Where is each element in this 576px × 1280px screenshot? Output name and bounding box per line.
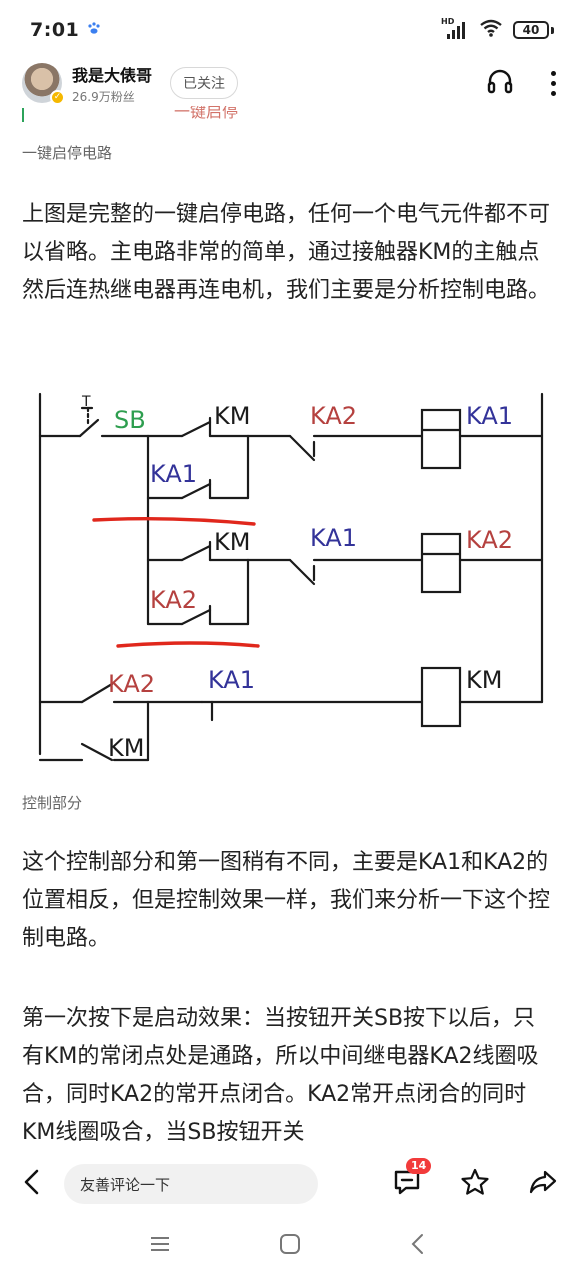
paw-icon bbox=[87, 21, 101, 39]
headphones-icon[interactable] bbox=[486, 68, 514, 98]
author-bar: ✓ 我是大俵哥 26.9万粉丝 已关注 bbox=[0, 60, 576, 106]
signal-icon: HD bbox=[441, 17, 469, 40]
verified-badge-icon: ✓ bbox=[50, 90, 65, 105]
paragraph-3: 第一次按下是启动效果：当按钮开关SB按下以后，只有KM的常闭点处是通路，所以中间… bbox=[22, 1006, 539, 1145]
article-content[interactable]: 一键启停 一键启停电路 上图是完整的一键启停电路，任何一个电气元件都不可以省略。… bbox=[0, 106, 576, 1156]
status-bar: 7:01 HD 40 bbox=[0, 0, 576, 60]
author-info[interactable]: 我是大俵哥 26.9万粉丝 bbox=[72, 62, 152, 105]
star-icon[interactable] bbox=[460, 1168, 490, 1200]
label-ka1-row3: KA1 bbox=[208, 666, 255, 694]
image-caption-1: 一键启停电路 bbox=[22, 144, 113, 162]
label-ka1-row1b: KA1 bbox=[150, 460, 197, 488]
battery-level: 40 bbox=[513, 21, 549, 39]
author-actions bbox=[486, 68, 558, 98]
comment-icon bbox=[394, 1170, 420, 1195]
battery-icon: 40 bbox=[513, 21, 554, 39]
paragraph-1: 上图是完整的一键启停电路，任何一个电气元件都不可以省略。主电路非常的简单，通过接… bbox=[22, 202, 551, 303]
label-t: T bbox=[81, 394, 91, 410]
author-fans: 26.9万粉丝 bbox=[72, 89, 135, 104]
comment-button[interactable]: 14 bbox=[392, 1158, 432, 1200]
nav-back-icon[interactable] bbox=[408, 1232, 428, 1260]
share-icon[interactable] bbox=[528, 1168, 558, 1200]
more-icon[interactable] bbox=[548, 70, 558, 96]
status-time: 7:01 bbox=[30, 19, 80, 41]
label-km-coil: KM bbox=[466, 666, 502, 694]
avatar[interactable]: ✓ bbox=[22, 63, 65, 105]
red-underline-marks bbox=[92, 516, 260, 648]
label-ka1-coil: KA1 bbox=[466, 402, 513, 430]
previous-image-text: 一键启停 bbox=[174, 106, 239, 121]
network-label: HD bbox=[441, 17, 455, 26]
label-km-row4: KM bbox=[108, 734, 144, 762]
label-ka2-row1: KA2 bbox=[310, 402, 357, 430]
back-icon[interactable] bbox=[22, 1168, 42, 1200]
label-ka2-row2b: KA2 bbox=[150, 586, 197, 614]
bottom-actions: 14 bbox=[392, 1158, 558, 1200]
home-icon[interactable] bbox=[278, 1232, 302, 1260]
menu-icon[interactable] bbox=[148, 1234, 172, 1258]
comment-count-badge: 14 bbox=[406, 1158, 432, 1174]
system-nav-bar bbox=[0, 1212, 576, 1280]
label-ka1-row2: KA1 bbox=[310, 524, 357, 552]
label-sb: SB bbox=[114, 406, 146, 434]
label-km-row1: KM bbox=[214, 402, 250, 430]
image-caption-2: 控制部分 bbox=[22, 794, 83, 812]
label-km-row2: KM bbox=[214, 528, 250, 556]
follow-button[interactable]: 已关注 bbox=[170, 67, 239, 99]
control-circuit-diagram[interactable]: T SB KM KA2 KA1 KA1 KM KA1 KA2 KA2 KA2 K… bbox=[22, 384, 554, 776]
previous-image-fragment: 一键启停 bbox=[22, 106, 552, 124]
comment-input[interactable]: 友善评论一下 bbox=[64, 1164, 318, 1204]
bottom-action-bar: 友善评论一下 14 bbox=[0, 1156, 576, 1212]
label-ka2-row3: KA2 bbox=[108, 670, 155, 698]
wifi-icon bbox=[479, 18, 503, 42]
label-ka2-coil: KA2 bbox=[466, 526, 513, 554]
author-name[interactable]: 我是大俵哥 bbox=[72, 65, 153, 85]
status-right: HD 40 bbox=[441, 17, 554, 42]
paragraph-2: 这个控制部分和第一图稍有不同，主要是KA1和KA2的位置相反，但是控制效果一样，… bbox=[22, 850, 551, 951]
circuit-svg: T SB KM KA2 KA1 KA1 KM KA1 KA2 KA2 KA2 K… bbox=[38, 392, 544, 762]
